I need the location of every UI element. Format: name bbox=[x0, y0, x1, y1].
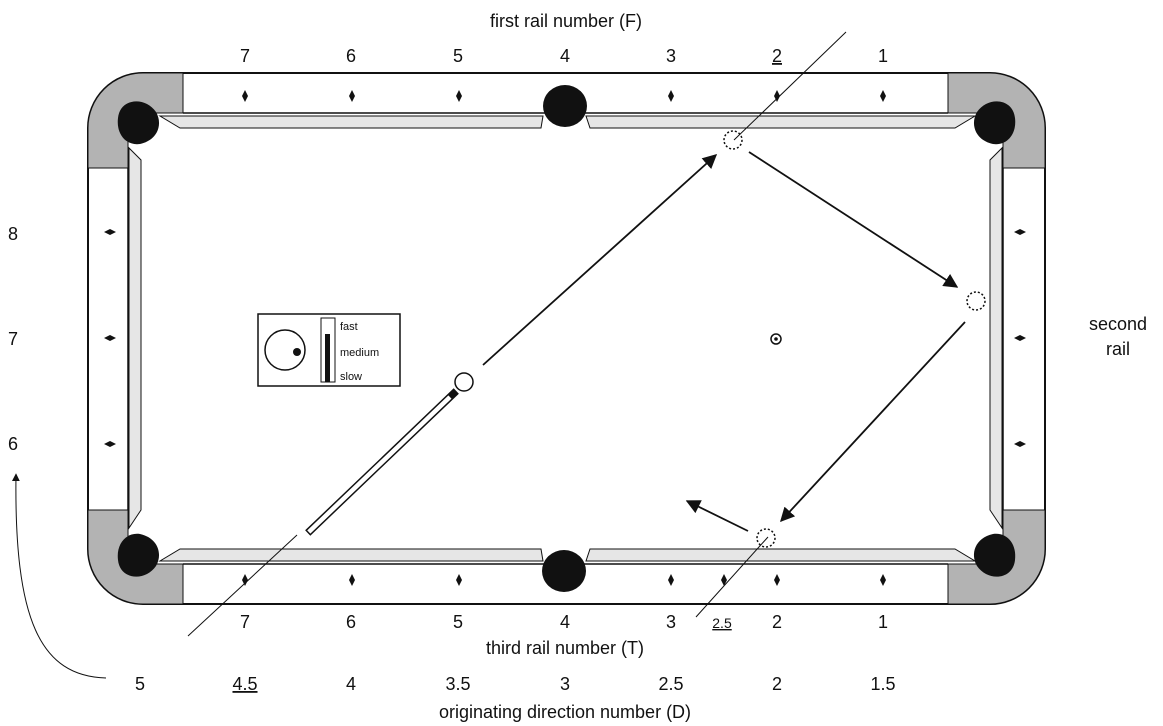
third-rail-number: 5 bbox=[453, 612, 463, 632]
first-rail-number: 6 bbox=[346, 46, 356, 66]
origin-number: 2.5 bbox=[658, 674, 683, 694]
diamond-top-7 bbox=[242, 90, 248, 102]
left-rail-number: 6 bbox=[8, 434, 18, 454]
third-rail-numbers: 7 6 5 4 3 2.5 2 1 bbox=[240, 612, 888, 632]
diamond-bottom-7 bbox=[242, 574, 248, 586]
origin-title: originating direction number (D) bbox=[439, 702, 691, 722]
left-rail-numbers: 8 7 6 bbox=[8, 224, 18, 454]
third-rail-number: 1 bbox=[878, 612, 888, 632]
diamond-top-5 bbox=[456, 90, 462, 102]
origin-number: 2 bbox=[772, 674, 782, 694]
diamond-top-6 bbox=[349, 90, 355, 102]
origin-number: 1.5 bbox=[870, 674, 895, 694]
diamond-left-8 bbox=[104, 229, 116, 235]
table-frame bbox=[87, 72, 1046, 605]
ghost-ball-third-rail bbox=[756, 528, 776, 548]
origin-numbers: 5 4.5 4 3.5 3 2.5 2 1.5 bbox=[135, 674, 896, 694]
path-arrow-to-third-rail bbox=[780, 321, 966, 523]
cushion-bottom-right bbox=[585, 548, 977, 562]
first-rail-number: 4 bbox=[560, 46, 570, 66]
diamond-top-1 bbox=[880, 90, 886, 102]
pocket-bottom-right bbox=[973, 533, 1016, 577]
pocket-bottom-side bbox=[542, 550, 586, 592]
cushion-top-left bbox=[158, 115, 544, 129]
third-rail-number: 6 bbox=[346, 612, 356, 632]
first-rail-number: 2 bbox=[772, 46, 782, 66]
origin-number: 3 bbox=[560, 674, 570, 694]
first-rail-number: 7 bbox=[240, 46, 250, 66]
left-rail-number: 7 bbox=[8, 329, 18, 349]
cue-ball bbox=[454, 372, 474, 392]
first-rail-number: 3 bbox=[666, 46, 676, 66]
pocket-top-side bbox=[543, 85, 587, 127]
pocket-top-right bbox=[973, 101, 1016, 145]
first-rail-number: 1 bbox=[878, 46, 888, 66]
cushion-bottom-left bbox=[158, 548, 544, 562]
path-arrow-to-second-rail bbox=[748, 151, 959, 288]
origin-number: 5 bbox=[135, 674, 145, 694]
diamond-right-8 bbox=[1014, 229, 1026, 235]
cushion-left bbox=[128, 146, 142, 530]
ghost-ball-second-rail bbox=[966, 291, 986, 311]
origin-number: 4.5 bbox=[232, 674, 257, 694]
diamond-bottom-2-5 bbox=[721, 574, 727, 586]
origin-arrow-curve bbox=[11, 473, 107, 679]
path-arrow-after-third-rail bbox=[685, 500, 749, 532]
diamond-left-6 bbox=[104, 441, 116, 447]
left-rail-number: 8 bbox=[8, 224, 18, 244]
diamond-top-3 bbox=[668, 90, 674, 102]
cue-stick bbox=[305, 388, 459, 536]
spin-contact-point bbox=[293, 348, 301, 356]
reference-line-top bbox=[733, 31, 847, 141]
third-rail-number: 7 bbox=[240, 612, 250, 632]
reference-line-bottom bbox=[695, 536, 769, 618]
ghost-ball-first-rail bbox=[723, 130, 743, 150]
pocket-top-left bbox=[117, 101, 160, 145]
cushion-right bbox=[989, 146, 1003, 530]
diamond-bottom-1 bbox=[880, 574, 886, 586]
speed-label-slow: slow bbox=[340, 371, 362, 383]
cue-ball-spin-indicator-icon bbox=[264, 329, 306, 371]
pocket-bottom-left bbox=[117, 533, 160, 577]
second-rail-title-line1: second bbox=[1089, 314, 1147, 334]
diamond-markers bbox=[104, 90, 1026, 586]
speed-scale-fill bbox=[325, 334, 330, 382]
diamond-bottom-3 bbox=[668, 574, 674, 586]
third-rail-title: third rail number (T) bbox=[486, 638, 644, 658]
first-rail-title: first rail number (F) bbox=[490, 11, 642, 31]
second-rail-title-line2: rail bbox=[1106, 339, 1130, 359]
diamond-top-2 bbox=[774, 90, 780, 102]
diamond-bottom-5 bbox=[456, 574, 462, 586]
diamond-right-6 bbox=[1014, 441, 1026, 447]
third-rail-number: 2 bbox=[772, 612, 782, 632]
path-arrow-to-first-rail bbox=[482, 154, 718, 366]
first-rail-numbers: 7 6 5 4 3 2 1 bbox=[240, 46, 888, 66]
speed-spin-legend: fast medium slow bbox=[257, 313, 401, 387]
cushion-top-right bbox=[585, 115, 977, 129]
diamond-bottom-2 bbox=[774, 574, 780, 586]
first-rail-number: 5 bbox=[453, 46, 463, 66]
reference-line-cue bbox=[187, 534, 298, 637]
origin-number: 3.5 bbox=[445, 674, 470, 694]
third-rail-number: 2.5 bbox=[712, 615, 732, 631]
speed-label-fast: fast bbox=[340, 321, 358, 333]
object-ball-center bbox=[774, 337, 778, 341]
diamond-bottom-6 bbox=[349, 574, 355, 586]
third-rail-number: 4 bbox=[560, 612, 570, 632]
third-rail-number: 3 bbox=[666, 612, 676, 632]
speed-label-medium: medium bbox=[340, 347, 379, 359]
diamond-right-7 bbox=[1014, 335, 1026, 341]
diamond-left-7 bbox=[104, 335, 116, 341]
origin-number: 4 bbox=[346, 674, 356, 694]
